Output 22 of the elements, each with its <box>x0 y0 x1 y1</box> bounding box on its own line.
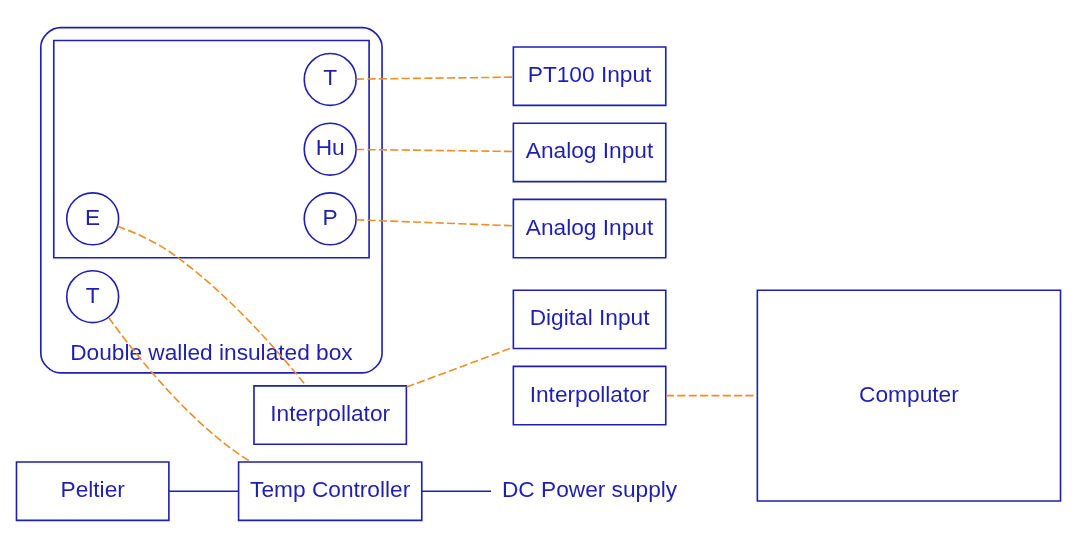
connector <box>355 76 515 80</box>
connector <box>355 148 515 153</box>
node-circle: E <box>65 192 120 246</box>
node-box: PT100 Input <box>512 46 667 107</box>
connector <box>116 225 307 387</box>
node-box: Digital Input <box>512 289 667 350</box>
node-circle: T <box>65 269 120 324</box>
connector <box>168 490 240 493</box>
connector <box>421 490 492 493</box>
cluster <box>52 39 370 259</box>
node-box: Peltier <box>15 461 170 522</box>
node-circle: P <box>303 192 357 246</box>
connector <box>355 219 515 227</box>
node-box: Computer <box>756 289 1062 502</box>
node-circle: Hu <box>303 122 357 176</box>
node-box: Analog Input <box>512 198 667 259</box>
node-box: Interpollator <box>512 365 667 426</box>
node-box: Interpollator <box>253 385 408 445</box>
node-circle: T <box>303 52 357 107</box>
node-box: Analog Input <box>512 122 667 183</box>
node-text: DC Power supply <box>501 476 678 503</box>
node-box: Temp Controller <box>237 461 423 522</box>
